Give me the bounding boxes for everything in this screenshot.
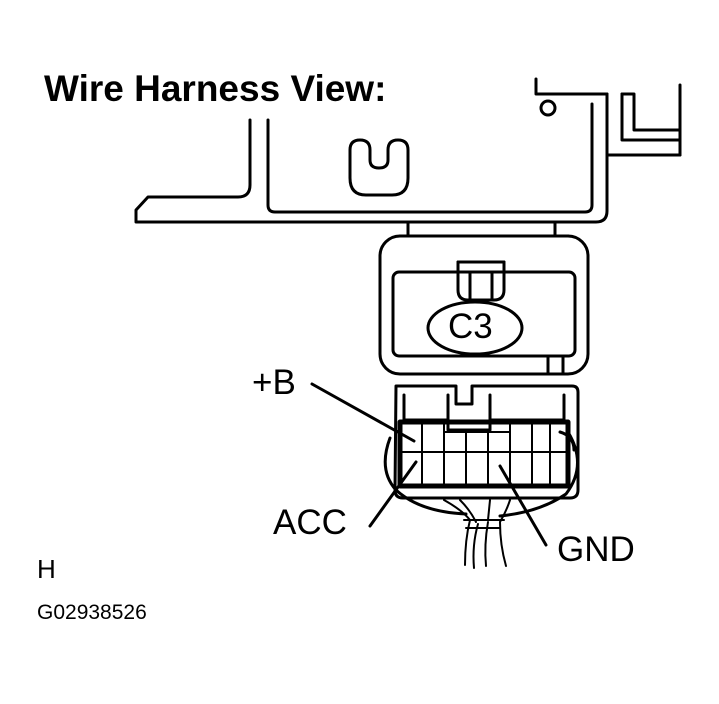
bracket-hole [539, 99, 557, 117]
battery-leader-line [310, 382, 416, 443]
mounting-bracket [134, 77, 682, 224]
gnd-leader-line [498, 464, 548, 547]
c3-connector-body [378, 234, 590, 376]
figure-code: G02938526 [37, 601, 147, 624]
footer-marker: H [37, 554, 56, 584]
connector-stubs [406, 220, 557, 238]
gnd-terminal-label: GND [557, 530, 635, 569]
harness-wires [443, 499, 511, 569]
connector-label: C3 [448, 307, 493, 346]
harness-connector [383, 384, 580, 518]
battery-terminal-label: +B [252, 363, 296, 402]
diagram-title: Wire Harness View: [44, 68, 387, 109]
acc-terminal-label: ACC [273, 503, 347, 542]
c3-label-oval [426, 300, 524, 356]
leader-lines [310, 382, 548, 547]
acc-leader-line [368, 460, 418, 528]
